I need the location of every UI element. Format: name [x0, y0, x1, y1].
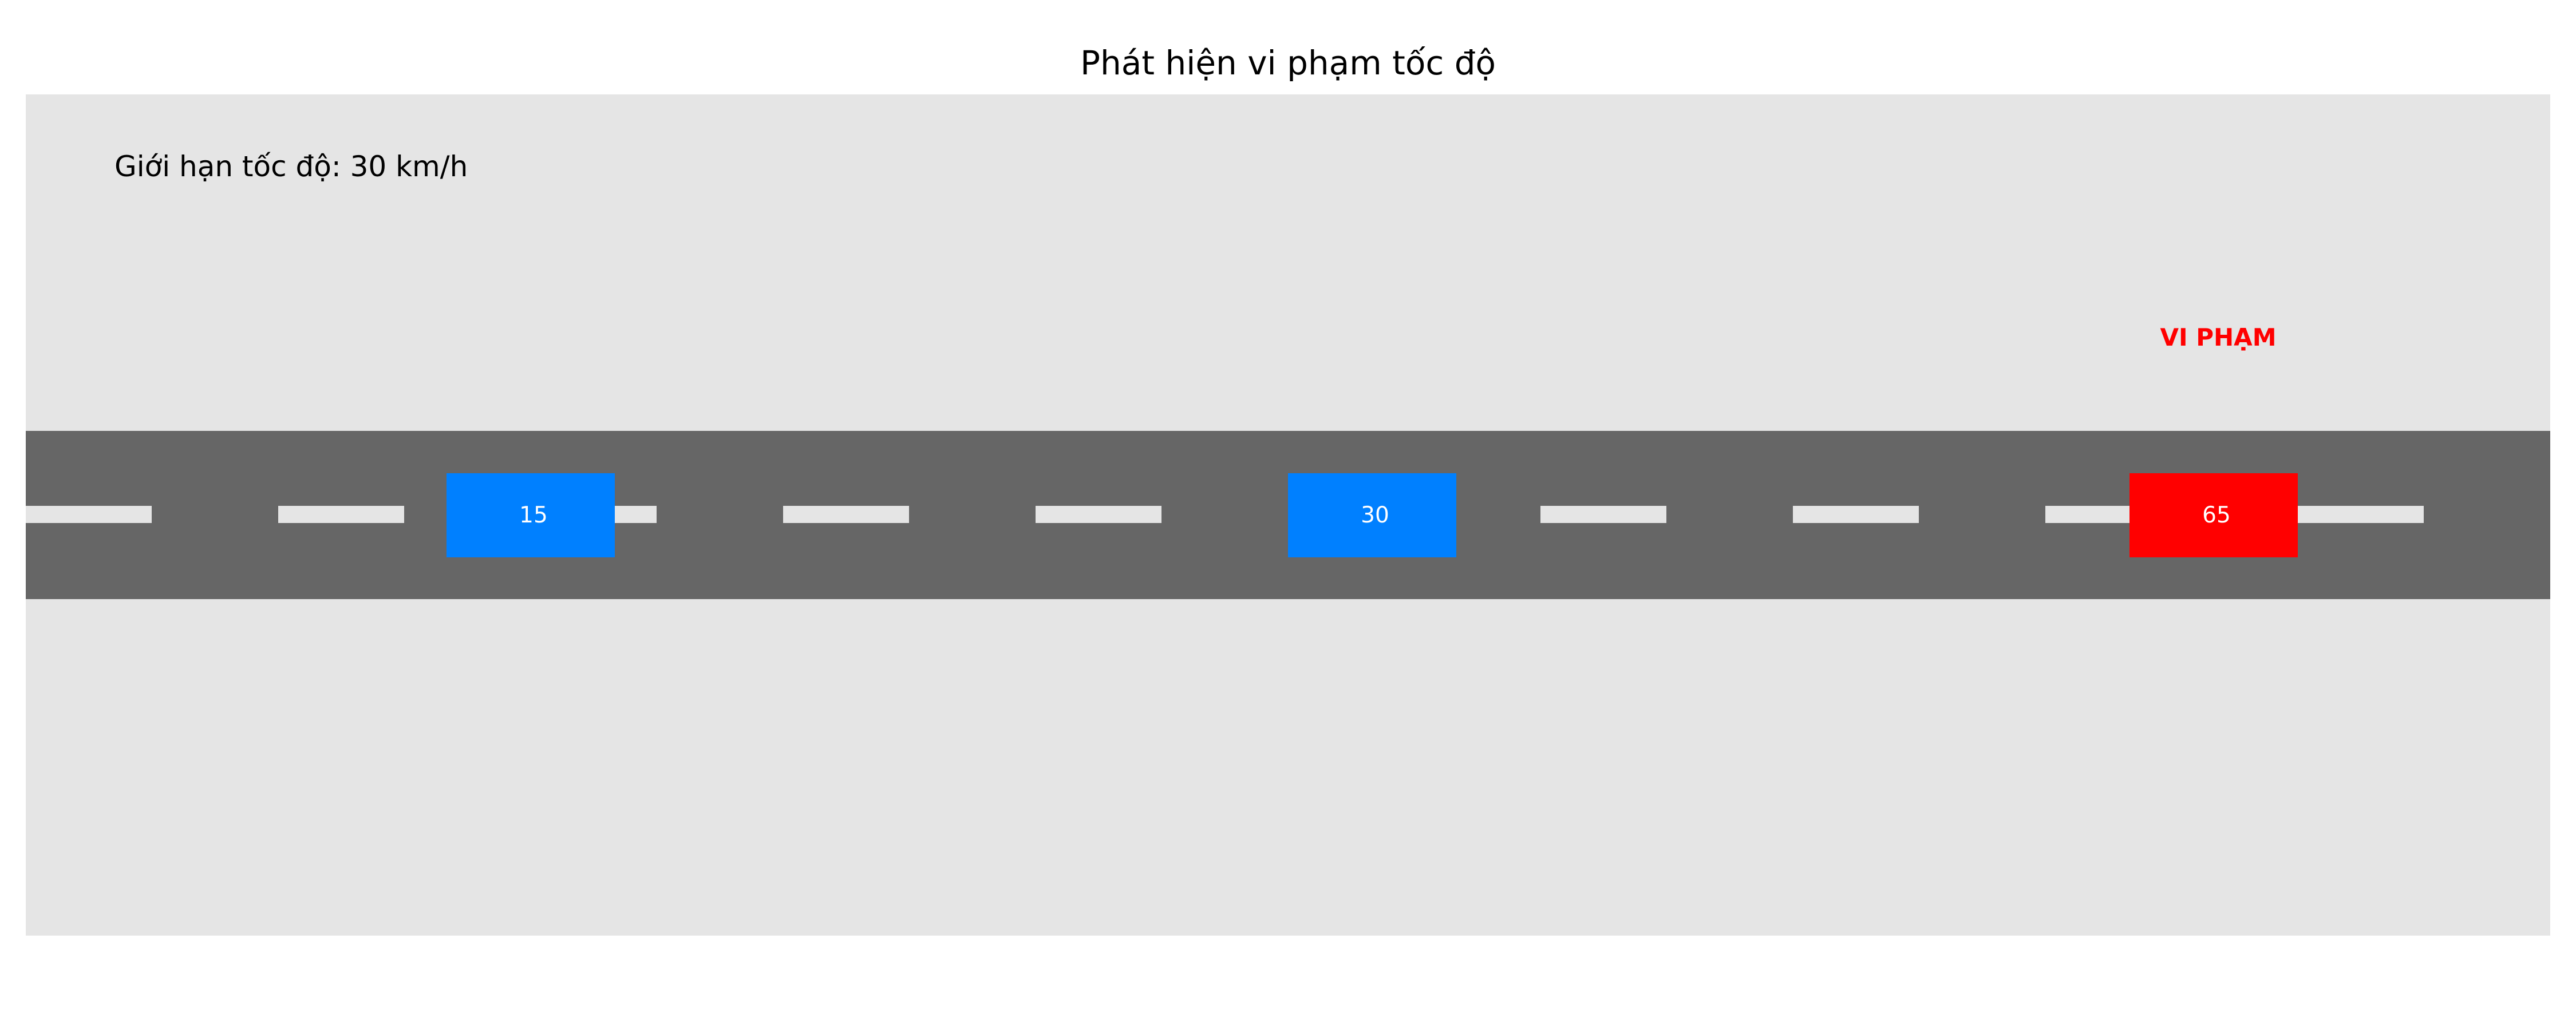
vehicle-speed-label: 15 [519, 502, 548, 528]
lane-dash [1540, 506, 1666, 523]
vehicle-body [447, 473, 615, 557]
vehicle-body [2129, 473, 2298, 557]
violation-tag: VI PHẠM [2160, 323, 2277, 351]
lane-dash [26, 506, 152, 523]
vehicle-body [1288, 473, 1456, 557]
lane-dash [278, 506, 404, 523]
vehicle-violating: 65 [2129, 473, 2298, 557]
lane-dash [783, 506, 909, 523]
lane-markings [26, 506, 2424, 523]
vehicle-speed-label: 30 [1361, 502, 1389, 528]
vehicle: 30 [1288, 473, 1456, 557]
lane-dash [1036, 506, 1161, 523]
page-title: Phát hiện vi phạm tốc độ [1080, 43, 1496, 82]
scene-panel: Giới hạn tốc độ: 30 km/h 15 [26, 94, 2550, 936]
lane-dash [1793, 506, 1919, 523]
violation-overlay: VI PHẠM [2160, 323, 2277, 351]
speed-limit-label: Giới hạn tốc độ: 30 km/h [114, 150, 468, 183]
road-svg: 15 30 65 [26, 431, 2550, 599]
vehicle-speed-label: 65 [2202, 502, 2231, 528]
vehicle: 15 [447, 473, 615, 557]
lane-dash [2298, 506, 2424, 523]
road: 15 30 65 [26, 431, 2550, 599]
